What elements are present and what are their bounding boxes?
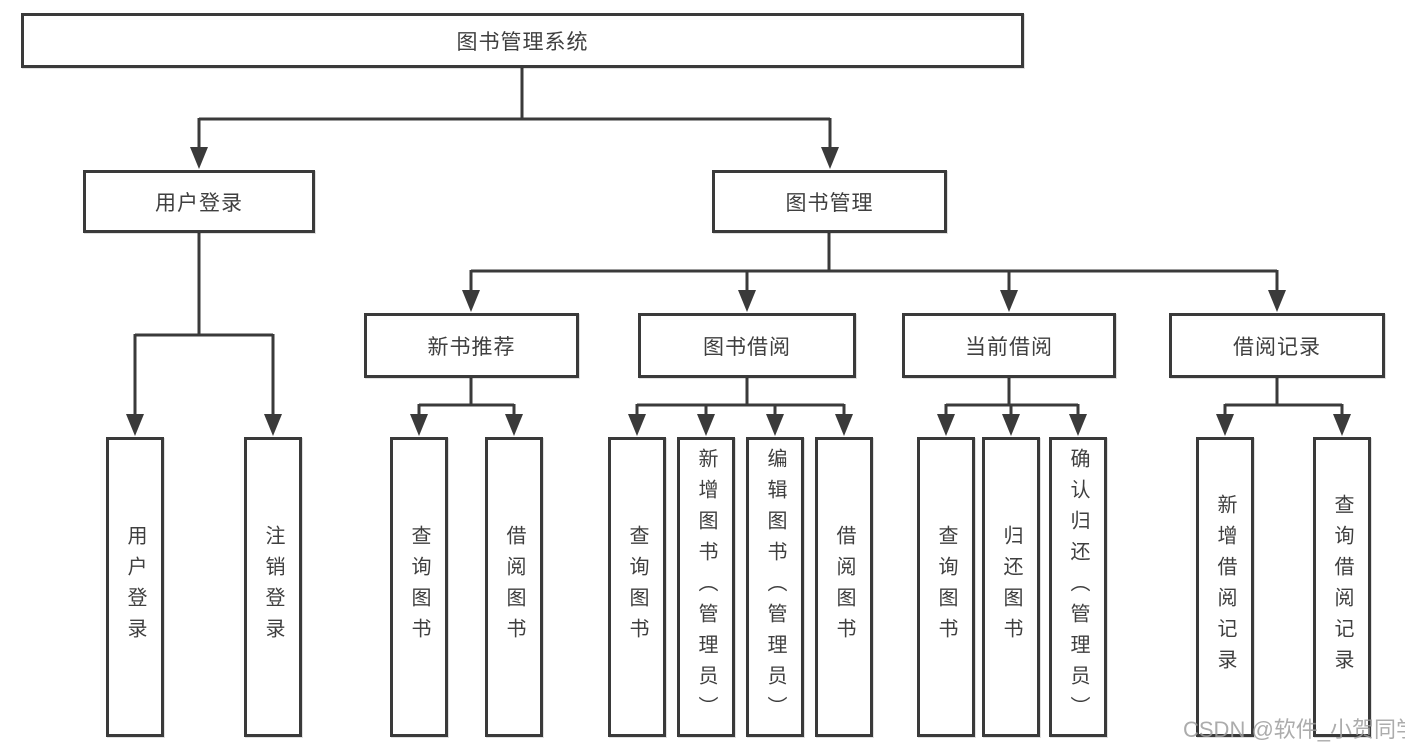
node-new-book-recommend: 新书推荐: [364, 313, 579, 378]
node-return-book-label: 归还图书: [1000, 525, 1022, 649]
node-book-borrow-label: 图书借阅: [703, 335, 791, 359]
node-query-books-borrow: 查询图书: [608, 437, 666, 737]
node-borrow-books-action-label: 借阅图书: [833, 525, 855, 649]
node-new-book-recommend-label: 新书推荐: [427, 335, 516, 359]
node-current-borrow: 当前借阅: [902, 313, 1116, 378]
node-book-management: 图书管理: [712, 170, 947, 233]
node-query-books-borrow-label: 查询图书: [626, 525, 648, 649]
node-root-label: 图书管理系统: [456, 30, 589, 54]
node-query-borrow-record: 查询借阅记录: [1313, 437, 1371, 737]
node-borrow-books-recommend: 借阅图书: [485, 437, 543, 737]
node-current-borrow-label: 当前借阅: [965, 335, 1053, 359]
csdn-watermark: CSDN @软件_小贺同学: [1183, 717, 1405, 742]
node-borrow-records: 借阅记录: [1169, 313, 1385, 378]
node-logout: 注销登录: [244, 437, 302, 737]
node-book-borrow: 图书借阅: [638, 313, 856, 378]
node-root: 图书管理系统: [21, 13, 1024, 68]
node-query-borrow-record-label: 查询借阅记录: [1331, 494, 1353, 680]
node-borrow-books-recommend-label: 借阅图书: [503, 525, 525, 649]
node-query-books-current: 查询图书: [917, 437, 975, 737]
arrowheads: [126, 147, 1351, 436]
node-confirm-return-admin-label: 确认归还（管理员）: [1067, 447, 1089, 727]
node-book-management-label: 图书管理: [785, 191, 874, 215]
node-query-books-recommend-label: 查询图书: [408, 525, 430, 649]
node-user-login-label: 用户登录: [155, 191, 243, 215]
node-confirm-return-admin: 确认归还（管理员）: [1049, 437, 1107, 737]
node-edit-book-admin-label: 编辑图书（管理员）: [764, 447, 786, 727]
node-borrow-records-label: 借阅记录: [1233, 335, 1321, 359]
node-query-books-current-label: 查询图书: [935, 525, 957, 649]
node-user-login: 用户登录: [83, 170, 315, 233]
node-logout-label: 注销登录: [262, 525, 284, 649]
node-add-book-admin-label: 新增图书（管理员）: [695, 447, 717, 727]
node-add-book-admin: 新增图书（管理员）: [677, 437, 735, 737]
node-add-borrow-record-label: 新增借阅记录: [1214, 494, 1236, 680]
node-borrow-books-action: 借阅图书: [815, 437, 873, 737]
node-query-books-recommend: 查询图书: [390, 437, 448, 737]
node-user-login-action-label: 用户登录: [124, 525, 146, 649]
node-add-borrow-record: 新增借阅记录: [1196, 437, 1254, 737]
node-user-login-action: 用户登录: [106, 437, 164, 737]
node-edit-book-admin: 编辑图书（管理员）: [746, 437, 804, 737]
node-return-book: 归还图书: [982, 437, 1040, 737]
